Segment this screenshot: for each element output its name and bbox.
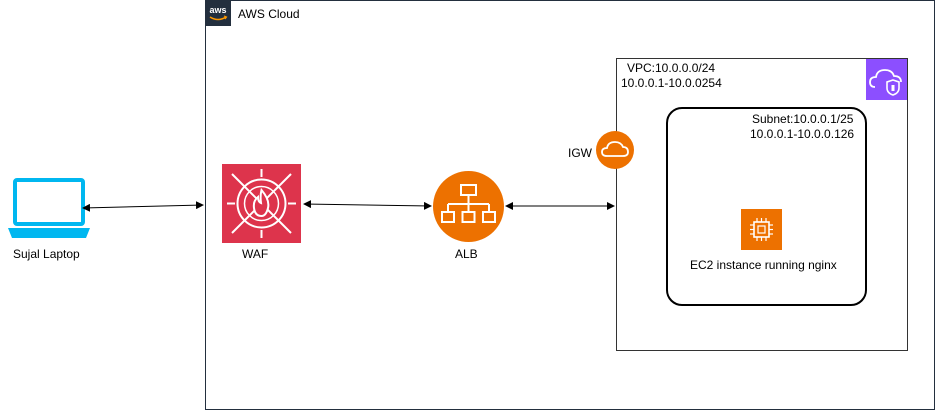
aws-cloud-title: AWS Cloud [238,7,300,21]
waf-label: WAF [242,247,269,261]
vpc-box [616,58,908,351]
aws-logo: aws [205,0,231,26]
vpc-shield-icon [866,59,907,100]
vpc-cidr-label: VPC:10.0.0.0/24 [627,61,716,75]
subnet-range-label: 10.0.0.1-10.0.0.126 [750,127,855,141]
waf-alb-connector [303,200,432,210]
subnet-cidr-label: Subnet:10.0.0.1/25 [752,112,854,126]
svg-text:aws: aws [209,5,226,15]
igw-label: IGW [568,146,592,160]
waf-icon [222,164,301,243]
laptop-label: Sujal Laptop [13,247,80,261]
laptop-waf-connector [82,201,204,212]
subnet-box [666,107,867,306]
ec2-label: EC2 instance running nginx [690,258,837,272]
alb-icon [433,171,504,242]
ec2-icon [741,209,782,250]
igw-icon [596,131,634,169]
alb-label: ALB [455,247,478,261]
aws-cloud-group [205,0,935,410]
vpc-range-label: 10.0.0.1-10.0.0254 [621,76,722,90]
